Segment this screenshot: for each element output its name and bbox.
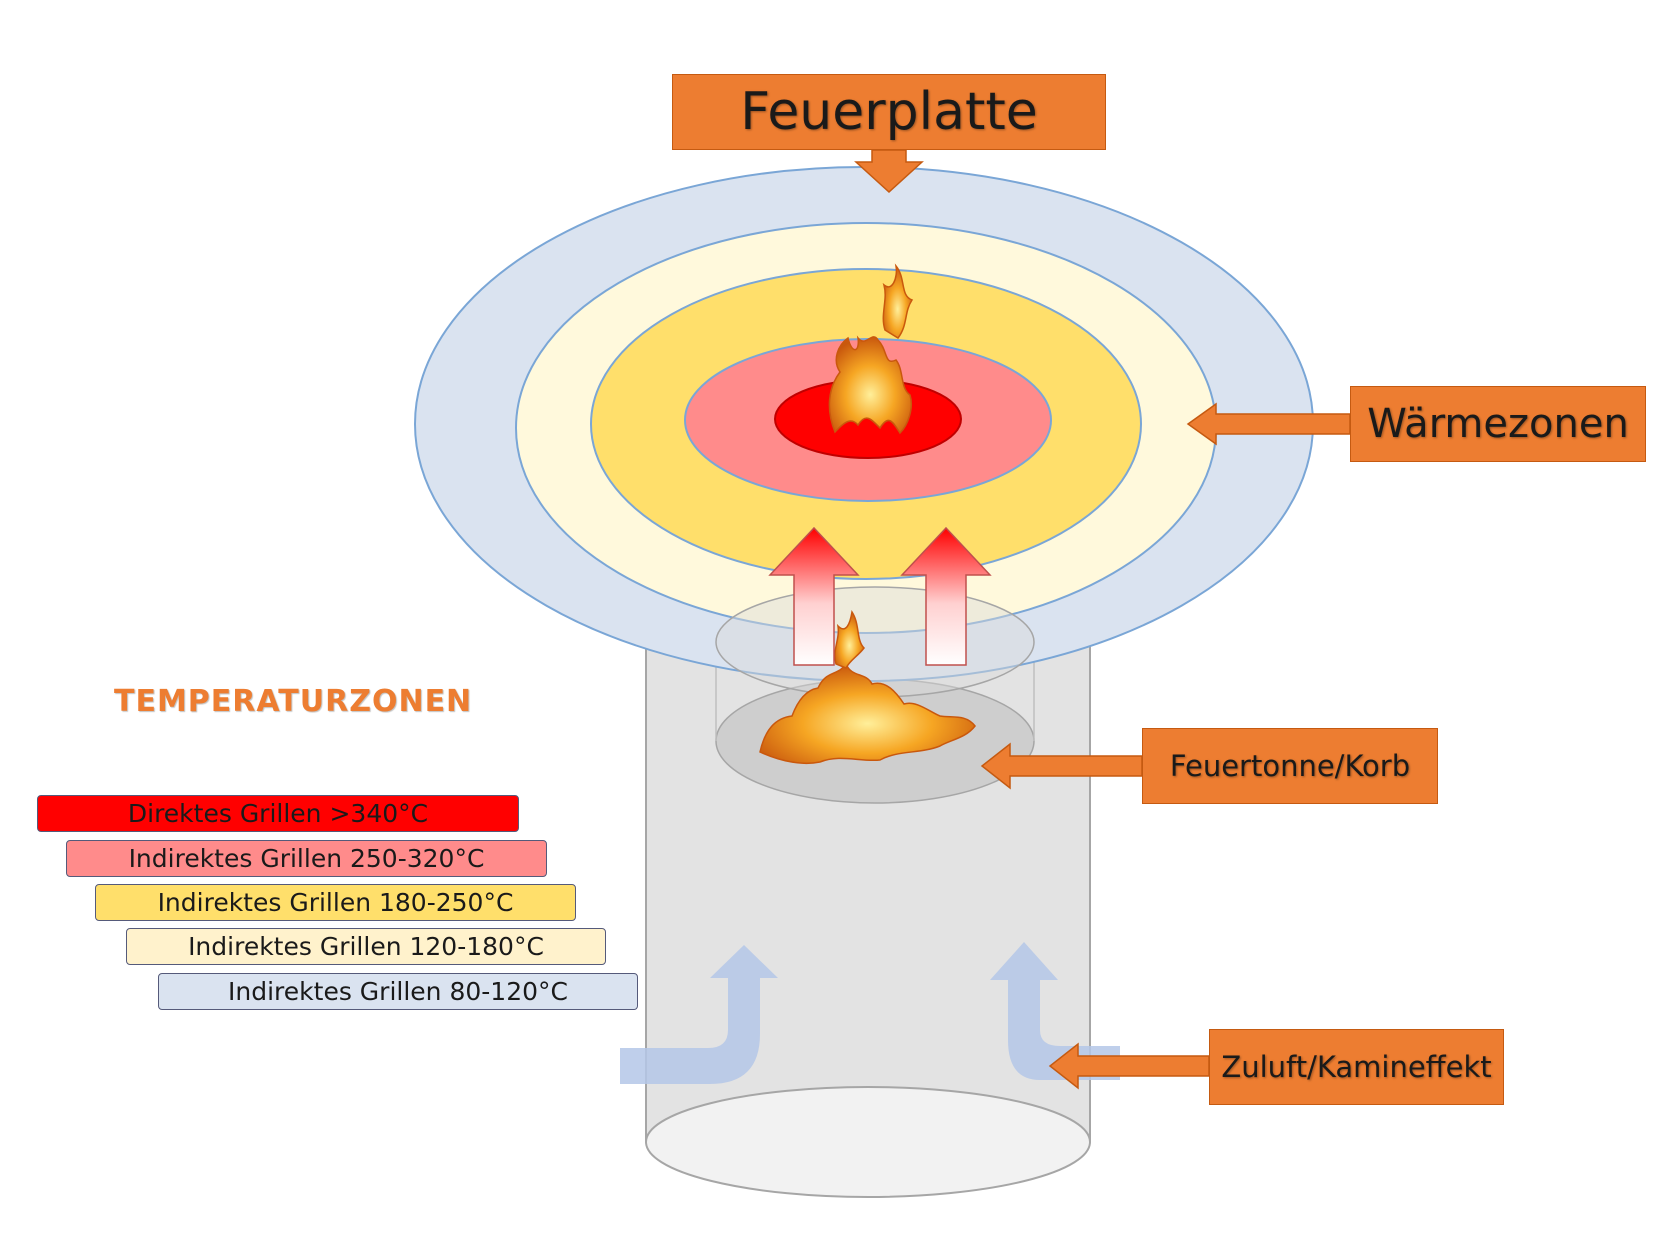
airflow-arrow-right-icon	[990, 942, 1120, 1080]
callout-waermezonen: Wärmezonen	[1350, 386, 1646, 462]
barrel-bottom	[645, 1086, 1091, 1198]
flame-top-icon	[828, 263, 914, 435]
flame-basket-icon	[759, 610, 976, 764]
legend-item-250-320: Indirektes Grillen 250-320°C	[66, 840, 547, 877]
heat-arrow-left-icon	[768, 526, 860, 666]
heat-arrow-right-icon	[900, 526, 992, 666]
legend-item-120-180: Indirektes Grillen 120-180°C	[126, 928, 606, 965]
pointer-zuluft-icon	[1048, 1042, 1210, 1090]
barrel-top-rim	[715, 586, 1035, 698]
callout-zuluft: Zuluft/Kamineffekt	[1209, 1029, 1504, 1105]
pointer-waermezonen-icon	[1186, 402, 1351, 446]
legend-item-180-250: Indirektes Grillen 180-250°C	[95, 884, 576, 921]
callout-feuertonne: Feuertonne/Korb	[1142, 728, 1438, 804]
legend-item-direct: Direktes Grillen >340°C	[37, 795, 519, 832]
callout-feuerplatte: Feuerplatte	[672, 74, 1106, 150]
legend-title: TEMPERATURZONEN	[114, 684, 473, 719]
pointer-feuerplatte-icon	[854, 149, 924, 194]
heat-rising-arrows	[768, 526, 992, 666]
airflow-arrows	[620, 942, 1120, 1084]
callout-pointers	[854, 149, 1351, 1090]
heat-zones	[414, 166, 1314, 682]
airflow-arrow-left-icon	[620, 945, 778, 1084]
legend-item-80-120: Indirektes Grillen 80-120°C	[158, 973, 638, 1010]
pointer-feuertonne-icon	[980, 742, 1143, 790]
